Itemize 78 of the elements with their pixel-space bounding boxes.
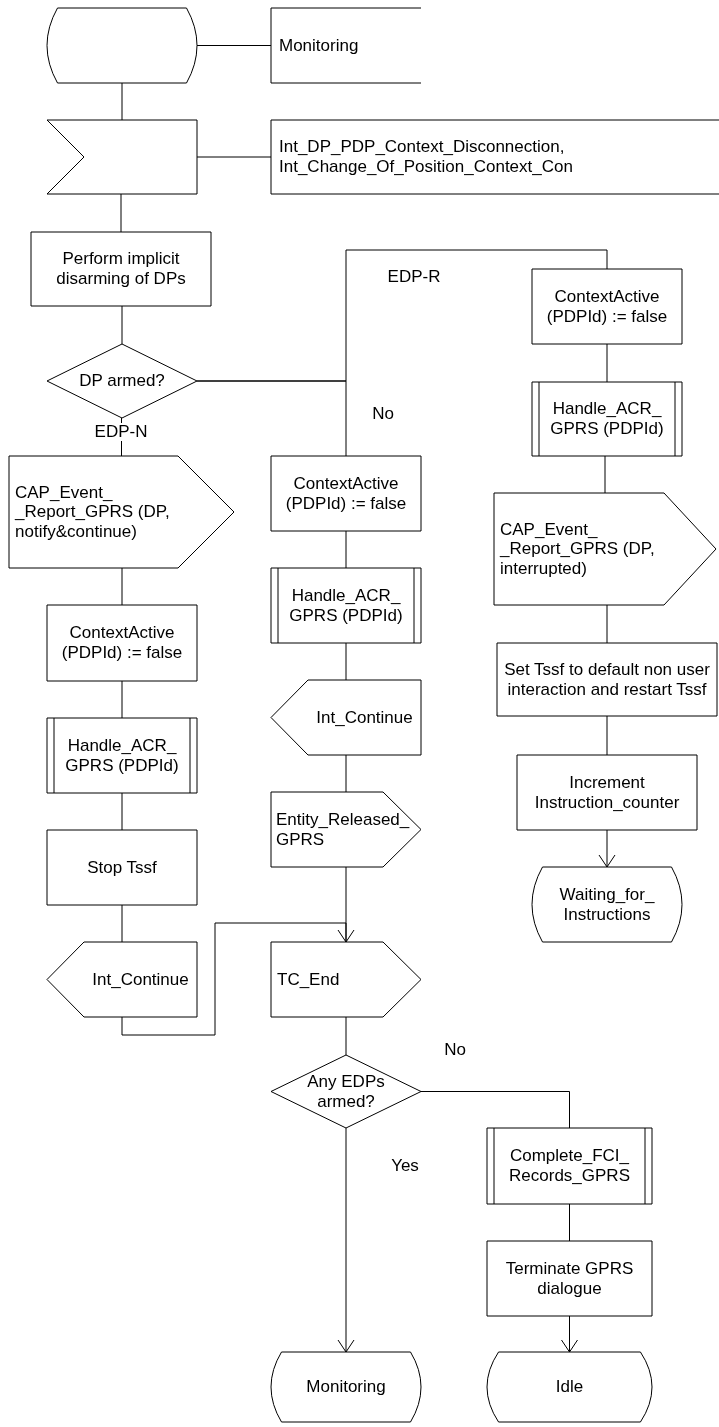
task-box (271, 456, 421, 531)
symbol-text: Terminate GPRS dialogue (504, 1258, 635, 1299)
flow-line (604, 455, 606, 494)
symbol-text: Perform implicit disarming of DPs (55, 249, 187, 289)
output-symbol (271, 942, 421, 1017)
procedure-call-box (532, 382, 682, 456)
flow-line (121, 792, 123, 831)
decision-diamond (271, 1055, 421, 1128)
flow-line (345, 642, 347, 681)
flow-arrow (121, 922, 355, 1036)
procedure-call-box (47, 718, 197, 793)
symbol-text: Entity_Released_ GPRS (276, 809, 411, 850)
symbol-text: Idle (555, 1377, 584, 1397)
output-symbol (271, 792, 421, 867)
edge-label: EDP-N (92, 422, 150, 442)
input-symbol (271, 680, 421, 755)
symbol-text: Stop Tssf (87, 857, 157, 878)
symbol-text: Int_Continue (316, 707, 413, 728)
flow-line (606, 715, 608, 756)
task-box (31, 232, 211, 306)
task-box (47, 830, 197, 905)
flow-arrow (337, 1127, 355, 1353)
task-box (497, 643, 717, 716)
flow-line (121, 82, 123, 121)
flow-line (345, 866, 347, 943)
input-symbol (47, 120, 197, 194)
symbol-text: Monitoring (306, 1377, 386, 1397)
symbol-text: Monitoring (279, 35, 359, 56)
flow-line (121, 305, 123, 345)
flow-line (196, 249, 608, 382)
flow-arrow (598, 829, 616, 868)
input-symbol (47, 942, 197, 1017)
symbol-text: CAP_Event_ _Report_GPRS (DP, interrupted) (500, 519, 656, 579)
flow-line (345, 1016, 347, 1056)
symbol-text: DP armed? (79, 371, 165, 391)
procedure-call-box (271, 568, 421, 643)
output-symbol (494, 493, 716, 605)
flow-line (120, 193, 122, 233)
flow-line (606, 604, 608, 644)
flow-line (345, 530, 347, 569)
state-symbol (271, 1352, 421, 1422)
flow-line (121, 904, 123, 943)
flow-line (121, 567, 123, 606)
symbol-text: Handle_ACR_ GPRS (PDPId) (64, 735, 180, 776)
task-box (487, 1241, 652, 1316)
flow-line (420, 1091, 570, 1129)
state-symbol (487, 1352, 652, 1422)
symbol-text: Int_Continue (92, 969, 189, 990)
symbol-text: ContextActive (PDPId) := false (60, 623, 184, 663)
state-symbol (532, 867, 682, 942)
task-box (532, 269, 682, 344)
flow-line (569, 1203, 570, 1242)
symbol-text: ContextActive (PDPId) := false (284, 473, 408, 514)
flow-line (606, 343, 608, 383)
flow-line (345, 754, 347, 793)
symbol-text: Set Tssf to default non user interaction and restart Tssf (503, 659, 711, 700)
flow-line (196, 45, 272, 46)
symbol-text: Any EDPs armed? (306, 1071, 386, 1112)
symbol-text: ContextActive (PDPId) := false (545, 286, 669, 327)
symbol-text: Int_DP_PDP_Context_Disconnection, Int_Change_Of_Position_Context_Con (279, 137, 574, 177)
symbol-text: Increment Instruction_counter (533, 772, 681, 813)
state-symbol (47, 8, 197, 83)
flow-line (196, 156, 272, 158)
symbol-text: Handle_ACR_ GPRS (PDPId) (288, 585, 404, 626)
output-symbol (9, 456, 234, 568)
symbol-text: Waiting_for_ Instructions (558, 884, 656, 925)
task-box (517, 755, 697, 830)
comment-symbol (271, 120, 719, 194)
task-box (47, 605, 197, 681)
procedure-call-box (487, 1128, 652, 1204)
comment-symbol (271, 8, 421, 83)
symbol-text: CAP_Event_ _Report_GPRS (DP, notify&continue) (15, 482, 171, 542)
flow-line (121, 680, 123, 719)
decision-diamond (47, 344, 197, 418)
flow-arrow (561, 1315, 578, 1353)
symbol-text: Complete_FCI_ Records_GPRS (508, 1146, 631, 1186)
symbol-text: Handle_ACR_ GPRS (PDPId) (549, 399, 665, 439)
symbol-text: TC_End (277, 969, 340, 990)
